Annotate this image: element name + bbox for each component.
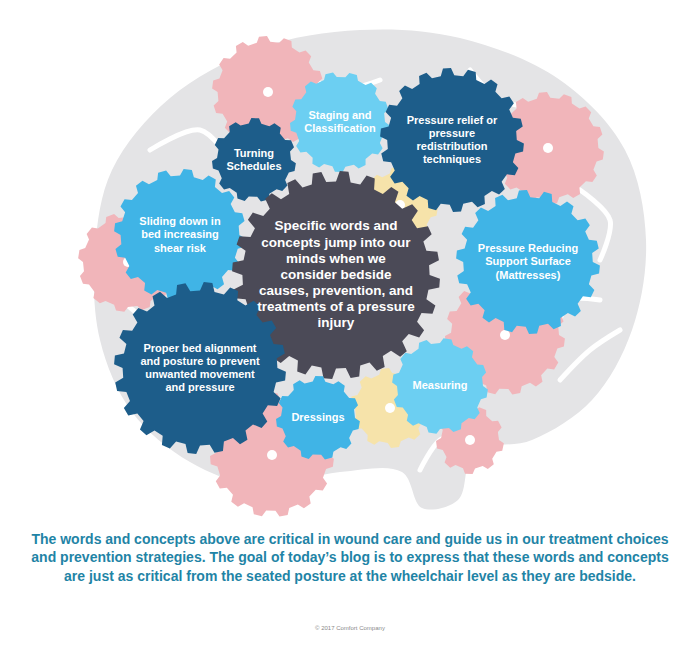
brain-fold <box>560 330 620 380</box>
gear-shape <box>276 376 360 459</box>
concept-label: Turning Schedules <box>223 147 285 173</box>
concept-label: Sliding down in bed increasing shear ris… <box>132 215 228 255</box>
concept-gear: Sliding down in bed increasing shear ris… <box>114 169 246 301</box>
gear-shape <box>290 72 390 171</box>
concept-label: Staging and Classification <box>300 109 380 135</box>
gear-shape <box>456 190 600 334</box>
gear-shape <box>380 68 524 212</box>
concept-label: Pressure relief or pressure redistributi… <box>402 114 502 167</box>
concept-gear: Dressings <box>276 376 360 460</box>
concept-gear: Measuring <box>392 338 488 434</box>
gear-shape <box>114 169 246 301</box>
concept-label: Measuring <box>403 379 477 392</box>
gear-hub <box>465 435 475 445</box>
gear-hub <box>385 403 395 413</box>
gear-hub <box>500 330 510 340</box>
brain-outline <box>94 29 646 509</box>
concept-label: Proper bed alignment and posture to prev… <box>138 342 262 395</box>
caption: The words and concepts above are critica… <box>30 530 670 585</box>
concept-label: Dressings <box>286 411 350 424</box>
gear-hub <box>543 143 553 153</box>
gear-shape <box>212 118 296 201</box>
concept-gear: Pressure Reducing Support Surface (Mattr… <box>456 190 600 334</box>
concept-gear: Staging and Classification <box>290 72 390 172</box>
gear-shape <box>392 338 488 434</box>
concept-gear: Turning Schedules <box>212 118 296 202</box>
gear-hub <box>267 450 277 460</box>
gear-shape <box>114 282 286 454</box>
central-text: Specific words and concepts jump into ou… <box>257 218 415 331</box>
copyright-note: © 2017 Comfort Company <box>0 625 700 631</box>
concept-gear: Pressure relief or pressure redistributi… <box>380 68 524 212</box>
concept-label: Pressure Reducing Support Surface (Mattr… <box>476 242 580 282</box>
gear-hub <box>263 87 273 97</box>
